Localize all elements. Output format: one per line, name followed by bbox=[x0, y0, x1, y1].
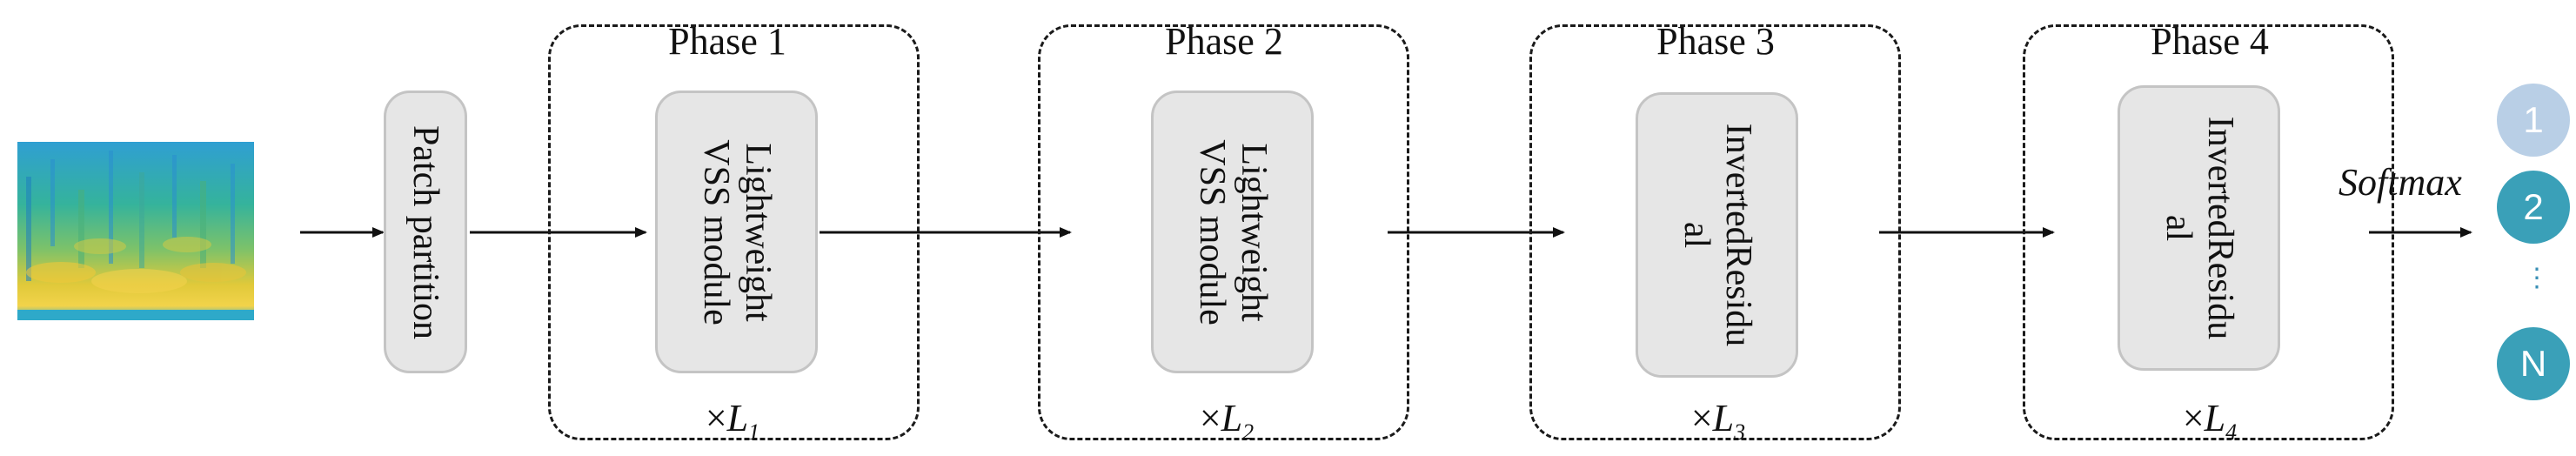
spectrogram-image bbox=[17, 142, 254, 320]
softmax-label: Softmax bbox=[2338, 161, 2462, 204]
phase-3-box bbox=[1529, 24, 1901, 440]
phase-1-module-line-2: VSS module bbox=[695, 138, 736, 325]
phase-1-title: Phase 1 bbox=[668, 20, 786, 63]
phase-1-module-line-1: Lightweight bbox=[737, 142, 778, 322]
phase-2-module: Lightweight VSS module bbox=[1151, 91, 1314, 373]
patch-partition-label: Patch partition bbox=[405, 124, 445, 339]
phase-3-module-line-2: al bbox=[1676, 221, 1716, 249]
phase-2-box bbox=[1038, 24, 1409, 440]
phase-2-module-line-1: Lightweight bbox=[1233, 142, 1274, 322]
phase-4-module: InvertedResidu al bbox=[2118, 85, 2280, 371]
phase-4-module-line-2: al bbox=[2158, 214, 2198, 242]
phase-3-module-line-1: InvertedResidu bbox=[1717, 123, 1758, 347]
output-class-2: 2 bbox=[2497, 171, 2570, 244]
phase-2-repeat-label: ×L2 bbox=[1199, 397, 1255, 445]
phase-4-box bbox=[2023, 24, 2394, 440]
phase-1-module: Lightweight VSS module bbox=[655, 91, 818, 373]
phase-4-repeat-label: ×L4 bbox=[2182, 397, 2238, 445]
phase-3-title: Phase 3 bbox=[1656, 20, 1775, 63]
phase-4-title: Phase 4 bbox=[2151, 20, 2269, 63]
phase-2-module-line-2: VSS module bbox=[1191, 138, 1232, 325]
output-class-1: 1 bbox=[2497, 84, 2570, 157]
phase-1-repeat-label: ×L1 bbox=[705, 397, 760, 445]
phase-3-repeat-label: ×L3 bbox=[1690, 397, 1746, 445]
patch-partition-block: Patch partition bbox=[384, 91, 467, 373]
phase-4-module-line-1: InvertedResidu bbox=[2199, 116, 2240, 340]
output-ellipsis: ⋮ bbox=[2524, 264, 2550, 292]
phase-1-box bbox=[548, 24, 920, 440]
phase-3-module: InvertedResidu al bbox=[1636, 92, 1798, 378]
phase-2-title: Phase 2 bbox=[1165, 20, 1283, 63]
output-class-n: N bbox=[2497, 327, 2570, 400]
